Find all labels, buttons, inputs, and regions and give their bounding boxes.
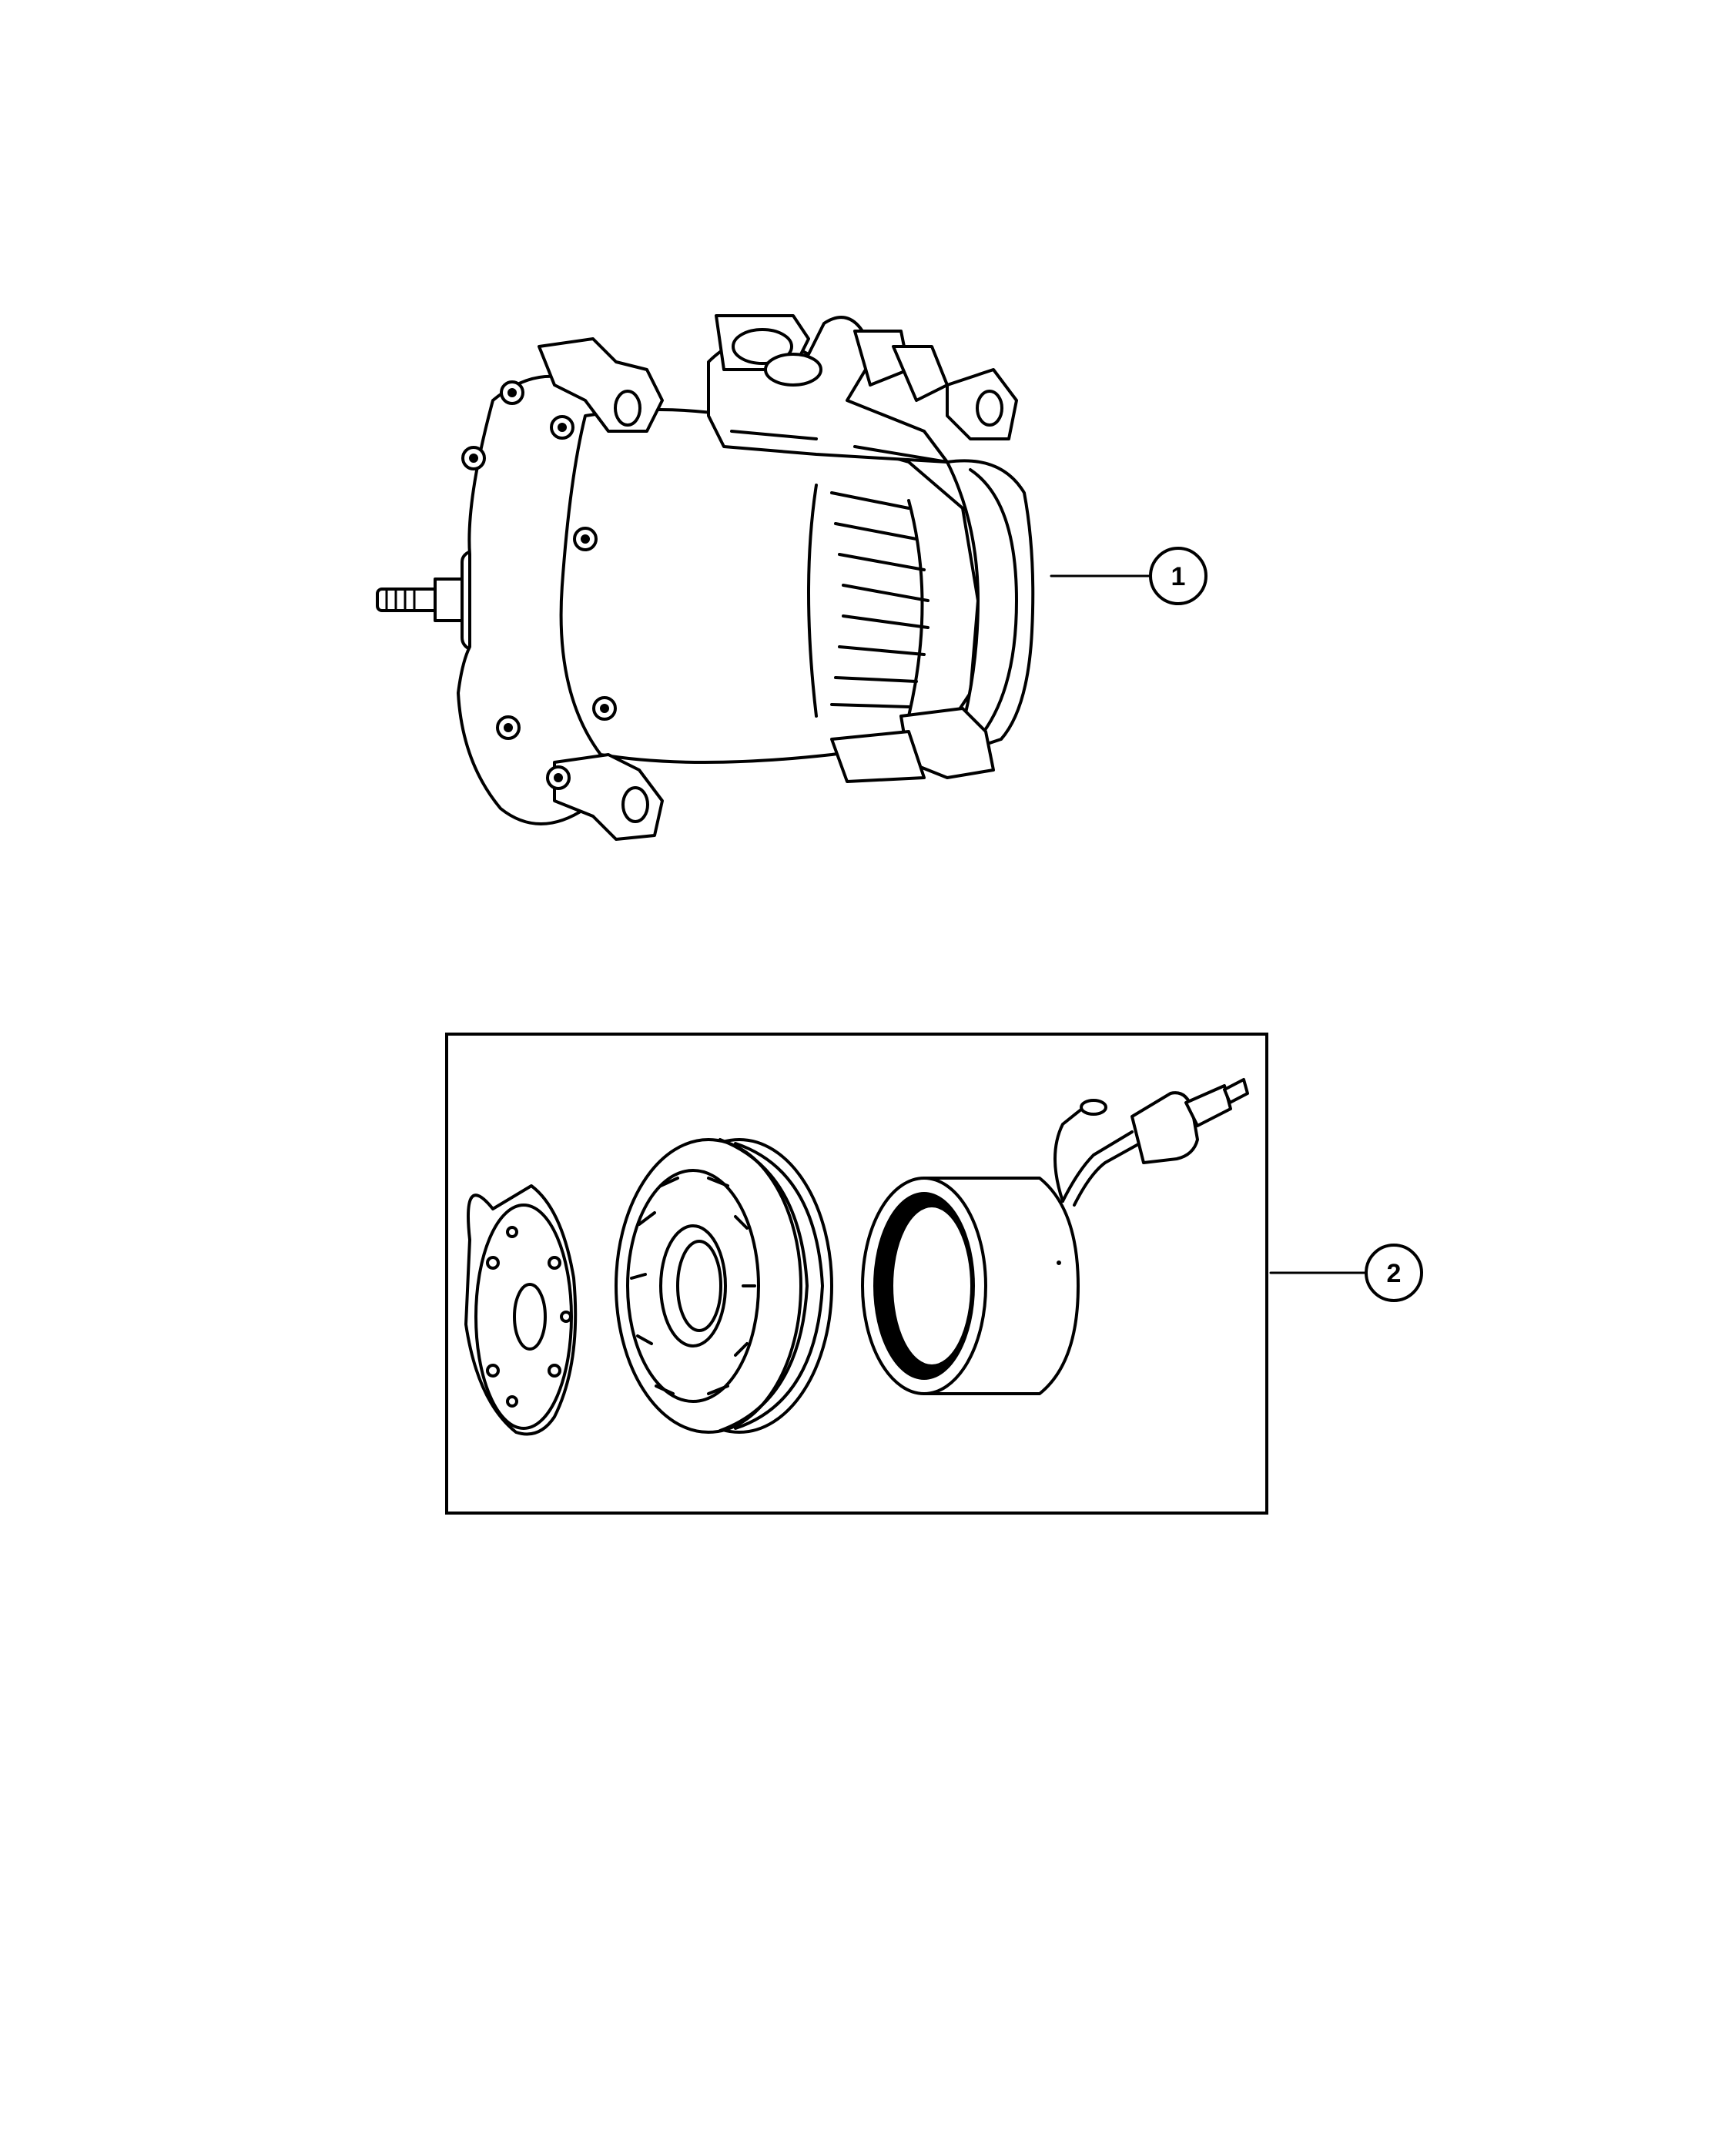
cover-bolts [461,380,617,790]
compressor-shaft [376,578,473,622]
clutch-plate-icon [464,1184,578,1436]
callout-1-number: 1 [1171,562,1186,591]
compressor-icon [376,314,1035,841]
callout-2: 2 [1365,1244,1423,1302]
compressor-manifold [707,314,949,464]
rear-housing [946,459,1035,756]
field-coil-icon [861,1078,1249,1395]
clutch-kit-frame [445,1033,1268,1515]
compressor-fins [807,484,929,718]
callout-1: 1 [1149,547,1208,605]
mounting-ears [538,337,1018,841]
pulley-icon [615,1138,833,1434]
callout-2-number: 2 [1387,1259,1402,1288]
compressor-body [559,408,980,764]
